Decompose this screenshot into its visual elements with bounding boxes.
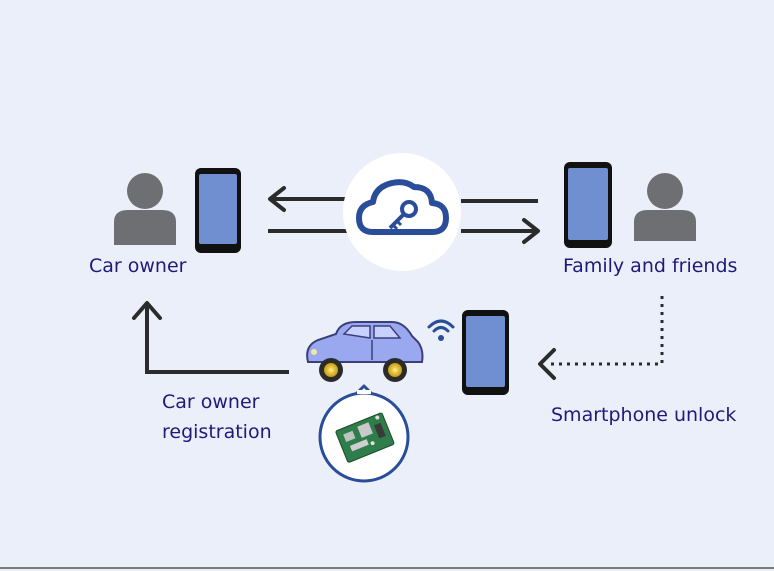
registration-label-line2: registration [162, 421, 272, 443]
circuit-board-icon [318, 384, 410, 483]
car-smartphone-icon [462, 310, 509, 395]
car-owner-smartphone-icon [195, 168, 241, 253]
car-icon [306, 321, 424, 382]
smartphone-unlock-label: Smartphone unlock [551, 404, 737, 426]
family-person-icon [634, 173, 696, 241]
bottom-divider [0, 567, 774, 569]
car-owner-label: Car owner [89, 255, 187, 277]
cloud-to-owner-arrow [268, 186, 348, 212]
registration-arrow [132, 301, 289, 374]
wifi-icon [427, 319, 455, 341]
smartphone-unlock-dotted-arrow [538, 296, 664, 380]
cloud-to-family-arrow [461, 218, 540, 244]
family-and-friends-label: Family and friends [563, 255, 738, 277]
car-owner-person-icon [114, 173, 176, 245]
family-smartphone-icon [564, 162, 612, 248]
cloud-key-icon [343, 153, 461, 271]
car-owner-registration-label: Car owner registration [162, 387, 272, 447]
registration-label-line1: Car owner [162, 391, 260, 413]
